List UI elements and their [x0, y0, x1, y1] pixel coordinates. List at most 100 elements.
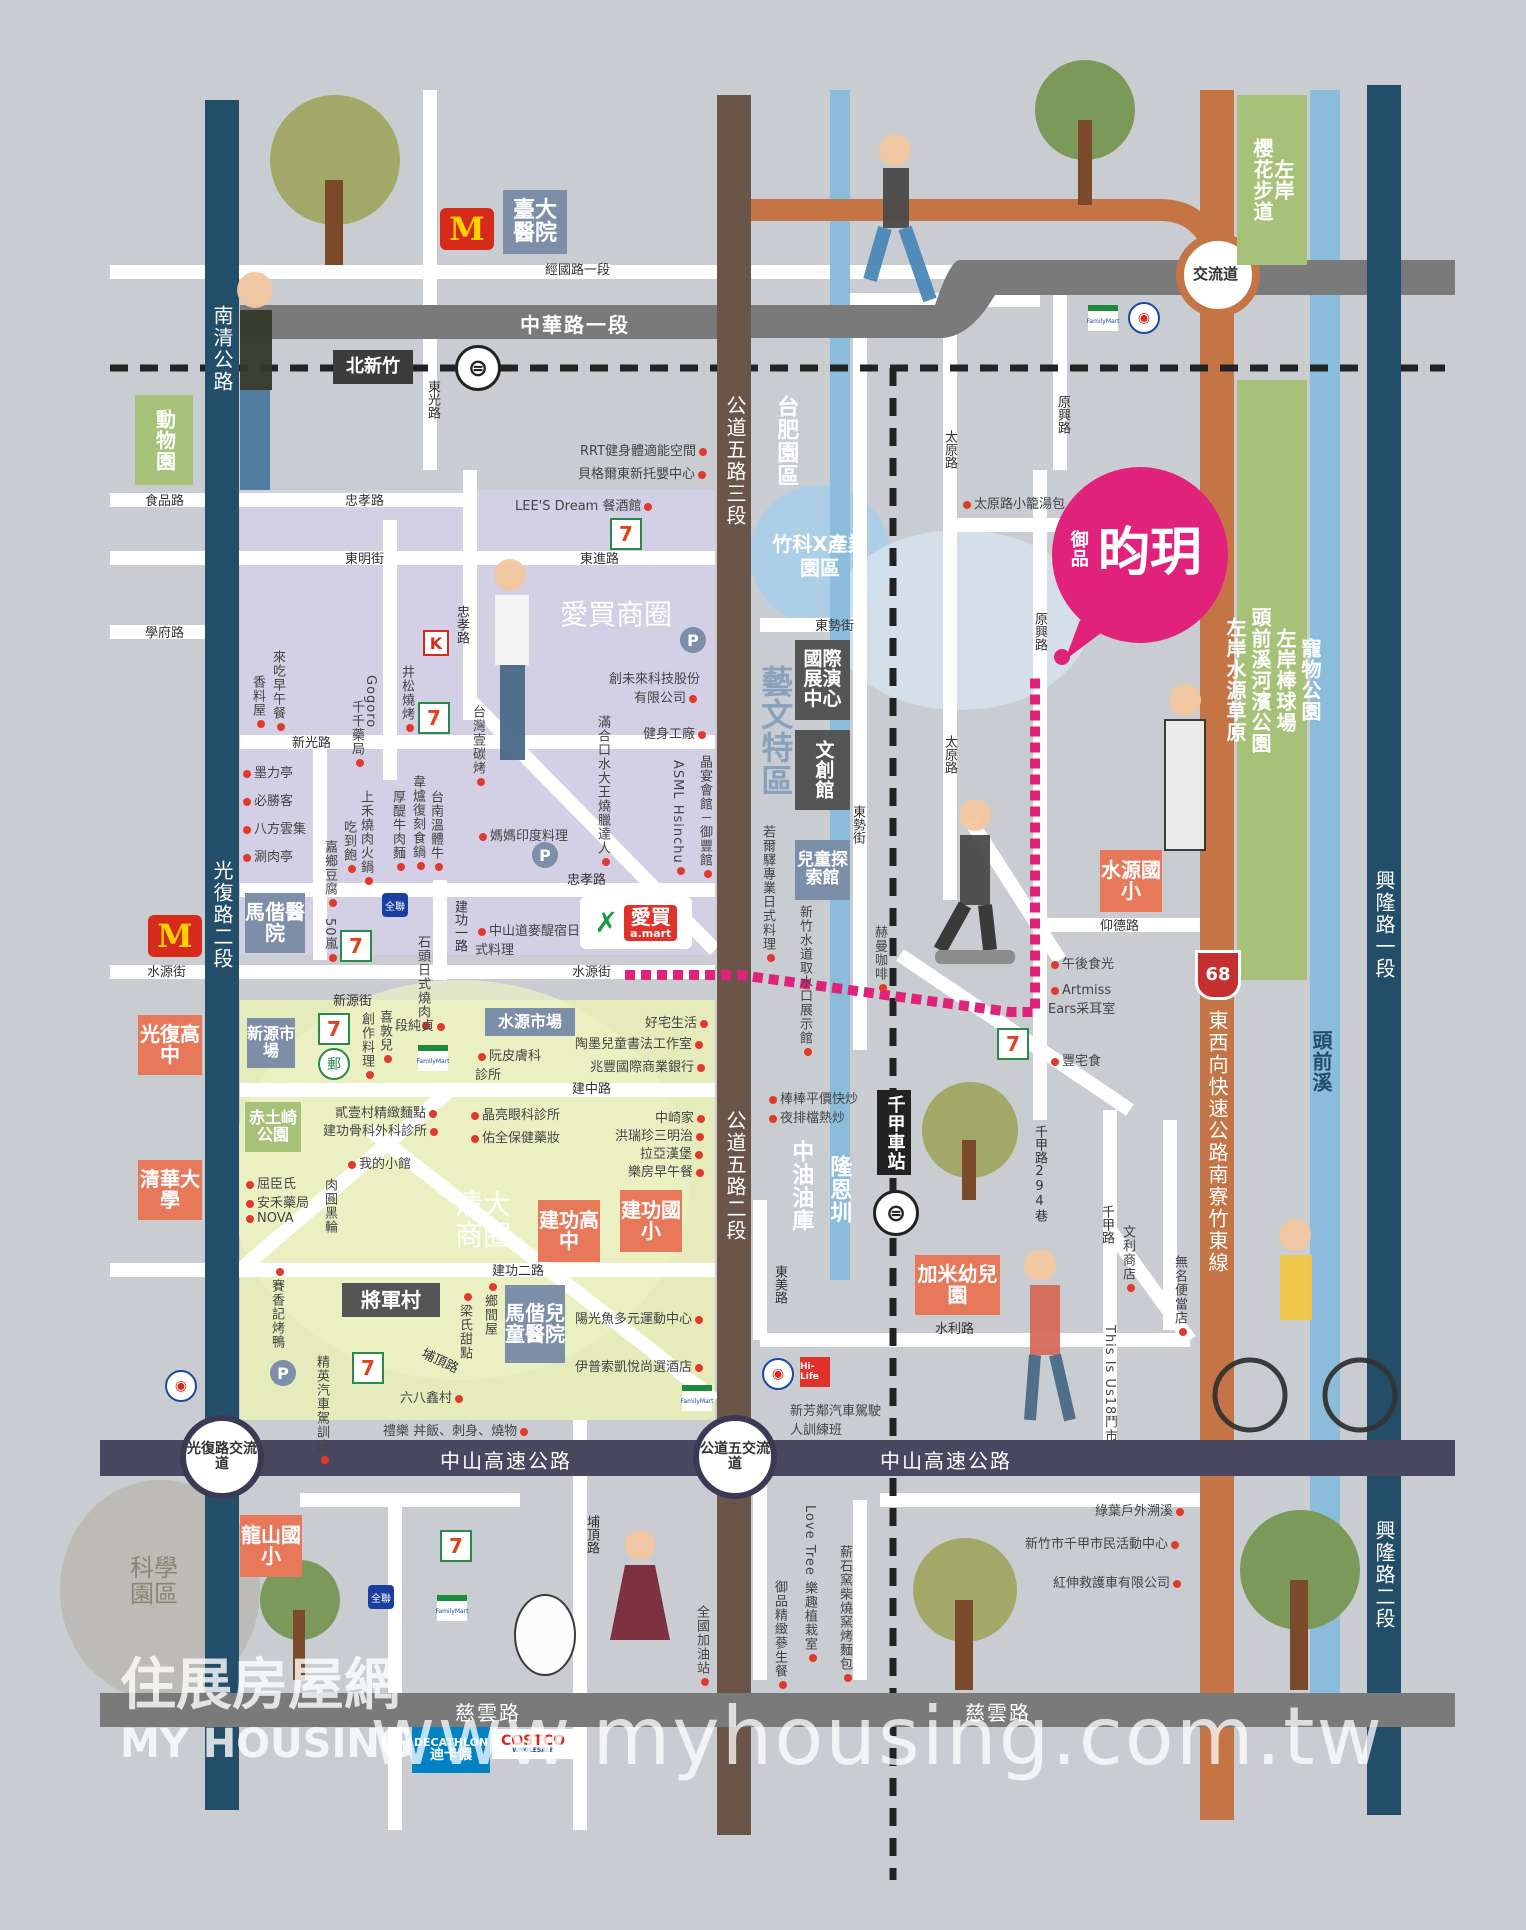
poi-duanchun: 段純貞 — [395, 1015, 448, 1034]
road-taiyuan-top: 太原路 — [942, 430, 957, 469]
road-ciyun-left: 慈雲路 — [455, 1701, 521, 1725]
poi-erchun: 貳壹村精緻麵點 — [335, 1102, 440, 1121]
box-shuiyuan-market: 水源市場 — [485, 1008, 575, 1036]
poi-taiwan-bbq: 台灣壹碳烤 — [468, 705, 487, 789]
poi-zhaofeng: 兆豐國際商業銀行 — [590, 1056, 708, 1075]
poi-lefang: 樂房早午餐 — [628, 1161, 707, 1180]
interchange-jiaoliu: 交流道 — [1193, 265, 1239, 283]
poi-wo-xiaoguan: 我的小館 — [345, 1153, 411, 1172]
people-illustrations — [237, 134, 1398, 1676]
poi-haozhai: 好宅生活 — [645, 1012, 711, 1031]
hilife-icon: Hi-Life — [800, 1357, 830, 1387]
road-xinglong-2: 興隆路二段 — [1372, 1520, 1396, 1630]
road-jianzhong: 建中路 — [572, 1082, 612, 1097]
box-tsinghua: 清華大學 — [138, 1160, 202, 1220]
box-riverside-parks: 左岸水源草原 頭前溪河濱公園 左岸棒球場 寵物公園 — [1223, 380, 1322, 980]
parking-icon: P — [680, 627, 706, 653]
box-expo-center: 國際展演中心 — [795, 640, 850, 720]
seven-eleven-icon: 7 — [418, 702, 450, 734]
poi-wuming: 無名便當店 — [1170, 1255, 1189, 1339]
poi-laya: 拉亞漢堡 — [640, 1143, 706, 1162]
box-shuiyuan-elem: 水源國小 — [1100, 850, 1162, 912]
post-office-icon: 郵 — [318, 1048, 350, 1080]
poi-youquan: 佑全保健藥妝 — [468, 1127, 560, 1146]
poi-hongshen: 紅伸救護車有限公司 — [1053, 1572, 1184, 1591]
train-station-icon: ⊜ — [455, 345, 501, 391]
interchange-gongdao: 公道五交流道 — [693, 1415, 777, 1499]
poi-jingying: 精英汽車駕訓班 — [312, 1355, 331, 1467]
road-ciyun-right: 慈雲路 — [965, 1701, 1031, 1725]
road-zhongshan-right: 中山高速公路 — [880, 1449, 1012, 1473]
area-label-zhongyou: 中油油庫 — [788, 1140, 814, 1232]
poi-ipuso: 伊普索凱悅尚選酒店 — [575, 1356, 706, 1375]
poi-nova: NOVA — [243, 1211, 294, 1226]
poi-lovetree: Love Tree 樂趣植栽室 — [800, 1505, 819, 1665]
area-label-kexue: 科學園區 — [130, 1554, 178, 1609]
box-jiami-kindergarten: 加米幼兒園 — [915, 1255, 1000, 1315]
road-dongguang: 東光路 — [425, 380, 440, 419]
poi-jingyan: 晶宴會館－御豐館 — [695, 755, 714, 881]
road-guangfu: 光復路二段 — [210, 860, 234, 970]
poi-jianshen: 健身工廠 — [643, 723, 709, 742]
box-jiangong-elem: 建功國小 — [620, 1190, 682, 1252]
poi-wenli: 文利商店 — [1118, 1225, 1137, 1295]
watermark-url: www.myhousing.com.tw — [370, 1690, 1384, 1783]
familymart-icon: FamilyMart — [681, 1385, 714, 1411]
poi-laichi: 來吃早午餐 — [268, 650, 287, 734]
poi-liuba: 六八鑫村 — [400, 1387, 466, 1406]
poi-chuangwei: 創未來科技股份有限公司 — [608, 672, 700, 706]
poi-jingsong: 井松燒烤 — [397, 665, 416, 735]
poi-jiangong-bone: 建功骨科外科診所 — [323, 1120, 441, 1139]
road-puding-v: 埔頂路 — [584, 1515, 599, 1554]
road-zhongshan-left: 中山高速公路 — [440, 1449, 572, 1473]
area-label-toqianxi: 頭前溪 — [1309, 1030, 1333, 1093]
trees — [260, 60, 1360, 1690]
poi-beige: 貝格爾東新托嬰中心 — [578, 463, 709, 482]
road-jiangong-2: 建功二路 — [492, 1264, 545, 1279]
poi-ding-rice: 禮樂 丼飯、刺身、燒物 — [383, 1420, 531, 1439]
poi-thisis: This Is Us18鬥市 — [1102, 1325, 1117, 1444]
poi-xinshi: 薪石窯柴燒窯烤麵包 — [835, 1545, 854, 1685]
seven-eleven-icon: 7 — [997, 1028, 1029, 1060]
area-label-zhuke: 竹科X產業園區 — [772, 532, 868, 580]
road-expressway: 東西向快速公路南寮竹東線 — [1205, 1010, 1229, 1274]
parking-icon: P — [270, 1360, 296, 1386]
road-shuili: 水利路 — [935, 1322, 975, 1337]
area-label-amai: 愛買商圈 — [560, 598, 673, 631]
poi-sai-xiang: 賽香記烤鴨 — [267, 1265, 286, 1349]
familymart-icon: FamilyMart — [436, 1595, 469, 1621]
road-dongshi: 東勢街 — [815, 619, 855, 634]
amart-logo: ✗ 愛買 a.mart — [580, 897, 692, 949]
poi-rou-yuan: 肉圓黑輪 — [322, 1178, 337, 1234]
road-xinguang: 新光路 — [292, 736, 332, 751]
poi-zhongshan-japanese: 中山道麥醍宿日式料理 — [475, 924, 581, 958]
road-qianjia-294: 千甲路294巷 — [1032, 1125, 1047, 1222]
road-yuanxing-mid: 原興路 — [1032, 612, 1047, 651]
road-qianjia: 千甲路 — [1099, 1205, 1114, 1244]
road-jingguo: 經國路一段 — [545, 263, 611, 279]
poi-hongrui: 洪瑞珍三明治 — [615, 1125, 707, 1144]
road-shuiyuan-left: 水源街 — [147, 965, 187, 980]
ok-mart-icon: K — [423, 630, 449, 656]
poi-housu: 厚醍牛肉麵 — [388, 790, 407, 874]
poi-afternoon: 午後食光 — [1048, 953, 1114, 972]
chinese-petroleum-icon: ◉ — [1128, 302, 1160, 334]
road-gongdao-2: 公道五路二段 — [723, 1110, 747, 1242]
road-zhongxiao-mid: 忠孝路 — [567, 873, 607, 888]
familymart-icon: FamilyMart — [417, 1045, 450, 1071]
poi-shuanrou: 涮肉亭 — [240, 846, 293, 865]
project-subtitle: 御品 — [1067, 530, 1089, 568]
chinese-petroleum-icon: ◉ — [165, 1370, 197, 1402]
box-chitu-park: 赤土崎公園 — [245, 1102, 301, 1152]
area-label-qingda: 清大商圈 — [455, 1188, 512, 1252]
quanlian-icon: 全聯 — [368, 1585, 394, 1609]
road-xinglong-1: 興隆路一段 — [1372, 870, 1396, 980]
poi-manhe: 滿合口水大王燒臘達人 — [593, 715, 612, 869]
seven-eleven-icon: 7 — [610, 518, 642, 550]
seven-eleven-icon: 7 — [340, 930, 372, 962]
road-yangde: 仰德路 — [1100, 919, 1140, 934]
quanlian-icon: 全聯 — [382, 893, 408, 917]
poi-shitou: 石頭日式燒肉 — [413, 935, 432, 1033]
road-zhonghua: 中華路一段 — [520, 313, 630, 337]
